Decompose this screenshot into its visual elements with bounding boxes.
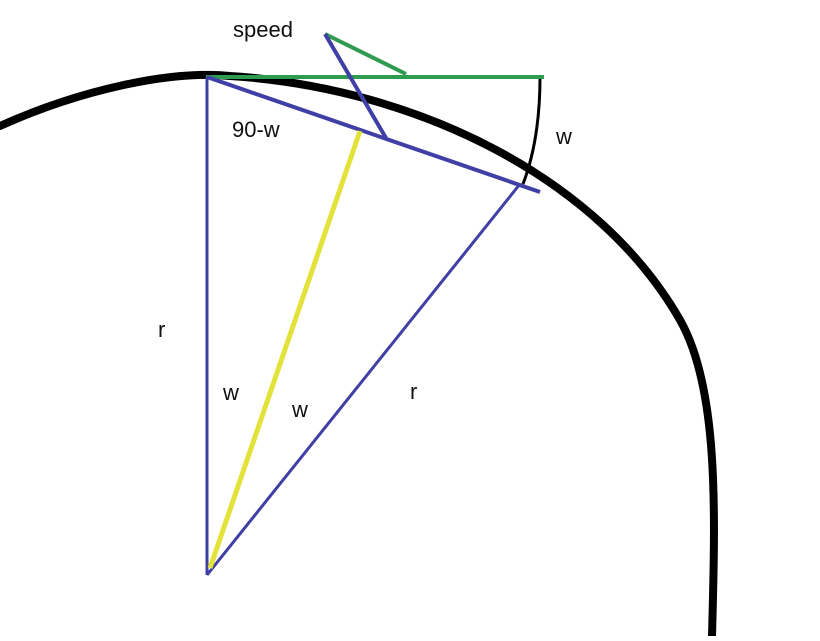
small-angle-arc	[521, 76, 542, 185]
w-left-label: w	[222, 380, 239, 405]
speed-vector-line	[323, 32, 388, 140]
circle-arc	[0, 70, 718, 640]
slanted-radius-line	[205, 183, 522, 576]
angle-90-w-label: 90-w	[232, 117, 280, 142]
speed-label: speed	[233, 17, 293, 42]
bisector-line	[207, 130, 363, 569]
chord-line	[206, 75, 541, 194]
r-left-label: r	[158, 317, 165, 342]
w-right-label: w	[555, 124, 572, 149]
w-mid-label: w	[291, 397, 308, 422]
speed-arrow	[324, 32, 407, 76]
r-right-label: r	[410, 379, 417, 404]
